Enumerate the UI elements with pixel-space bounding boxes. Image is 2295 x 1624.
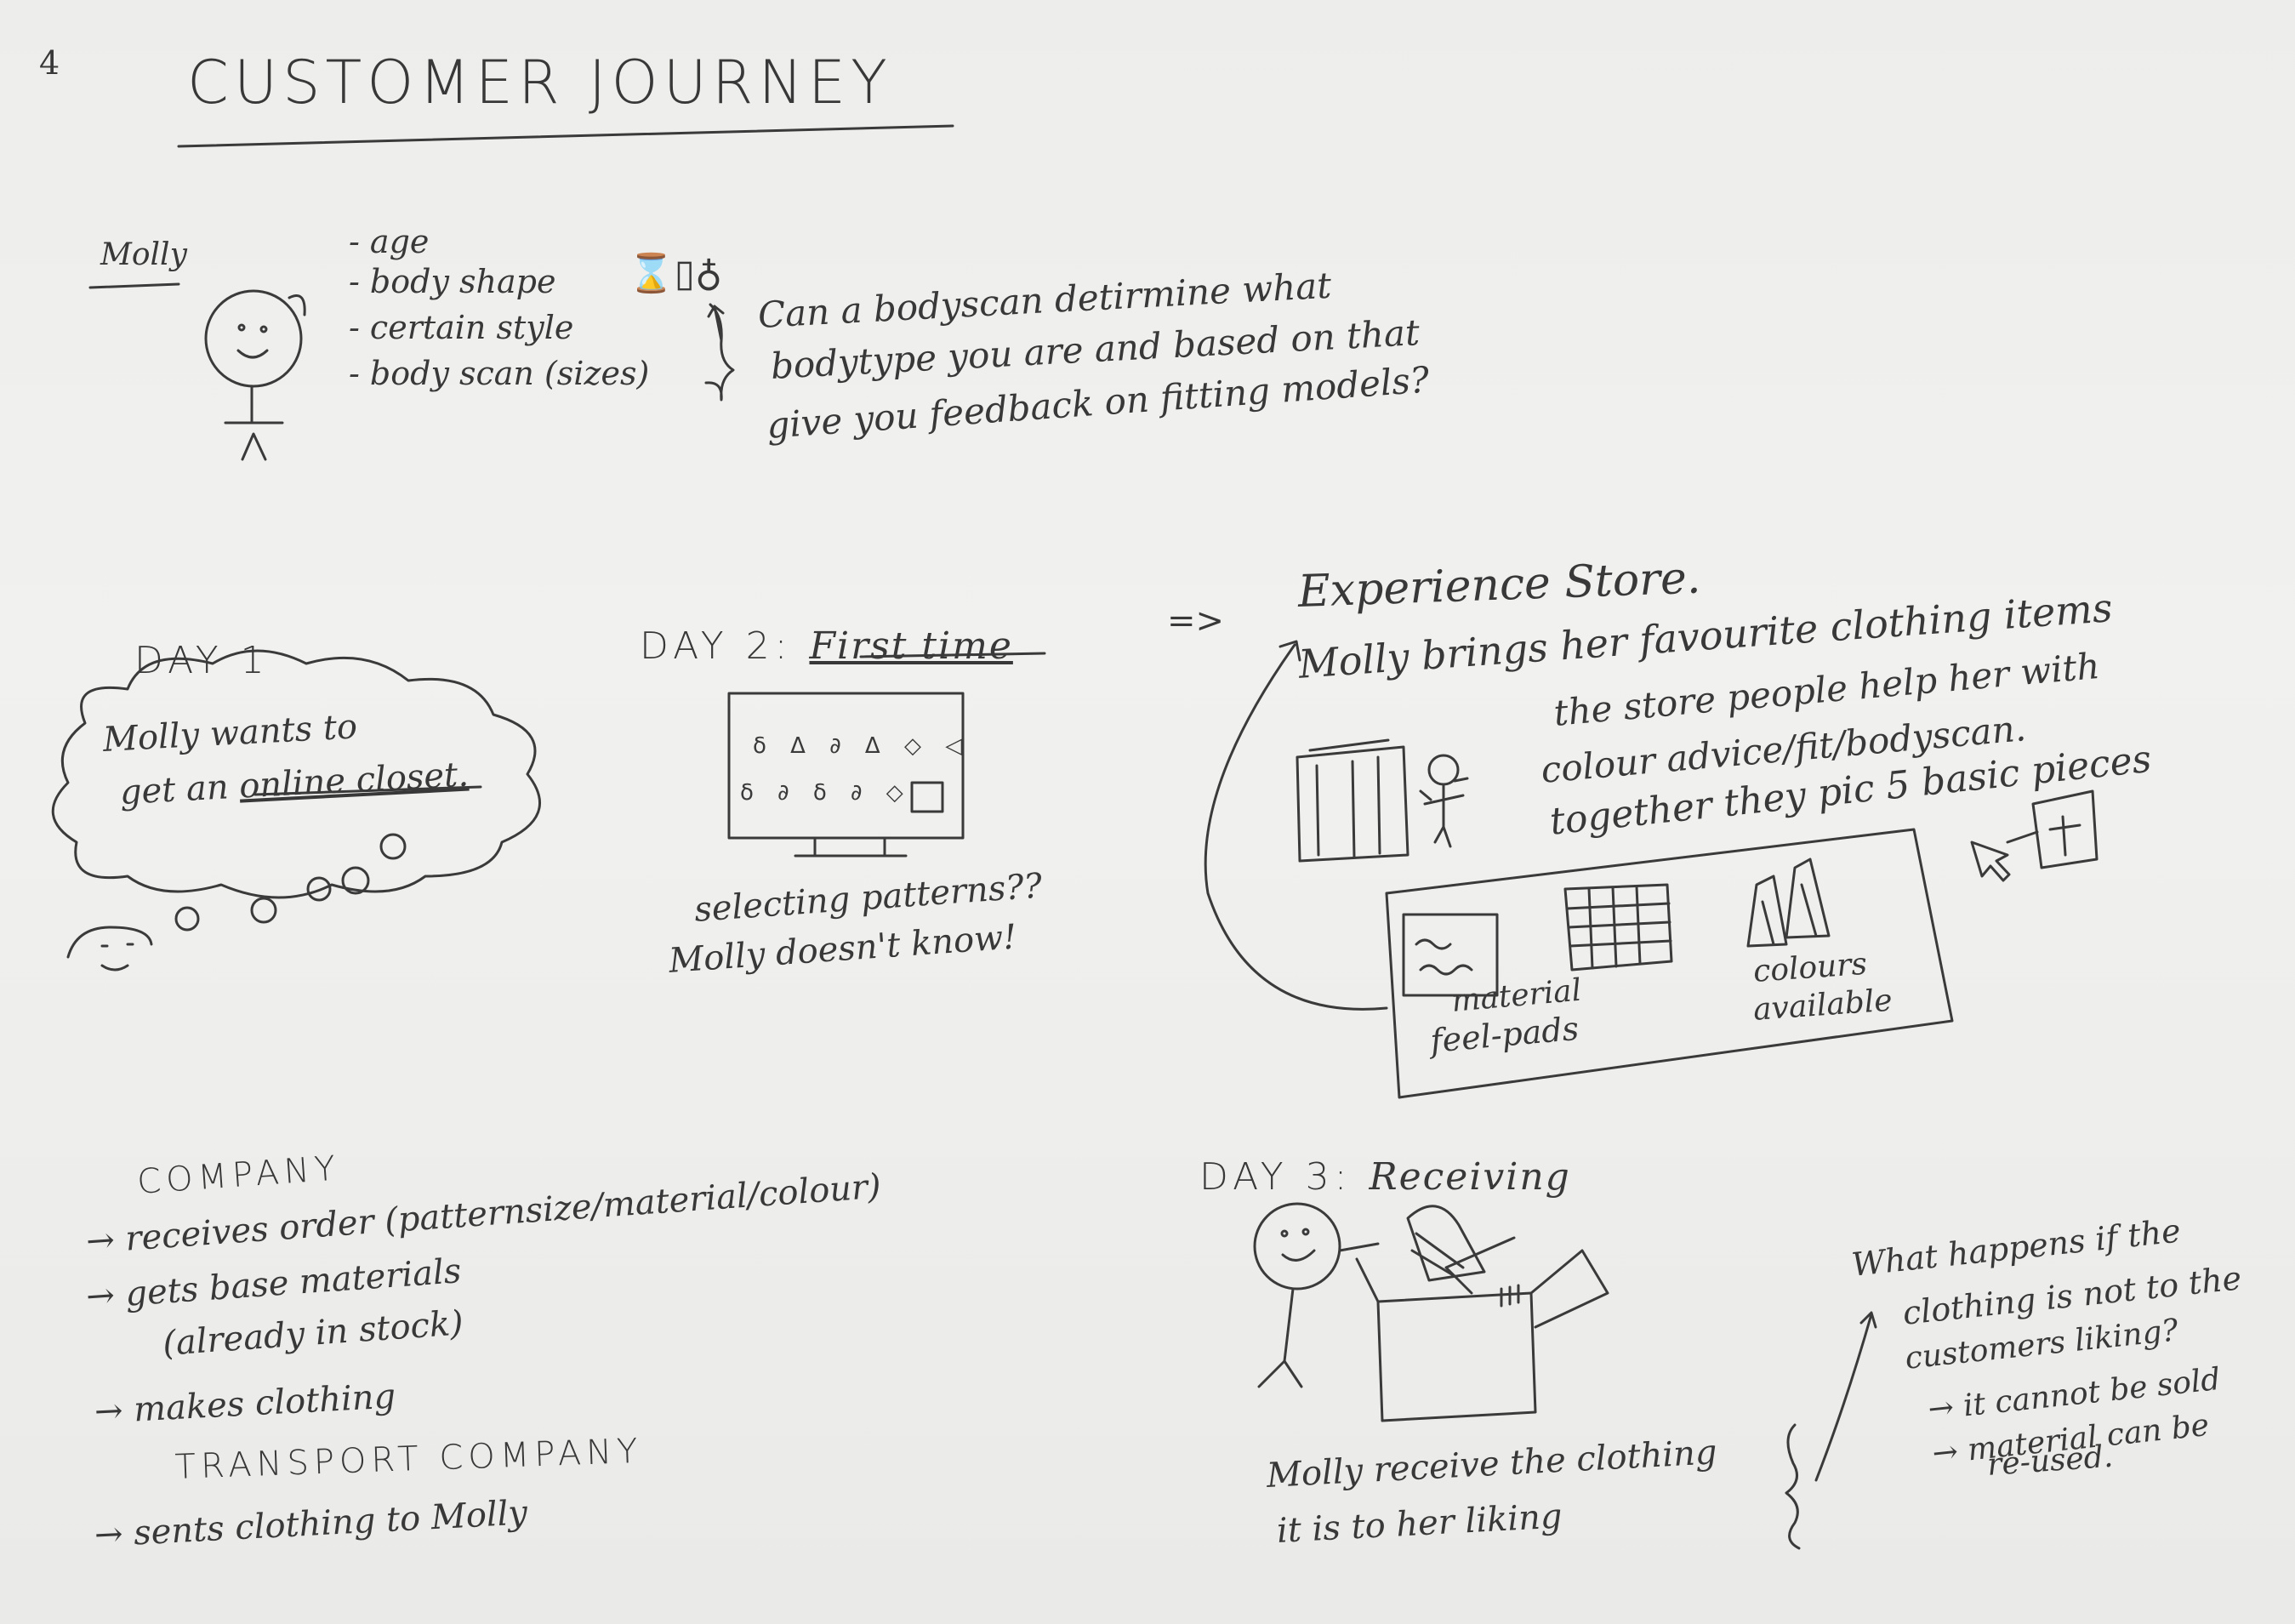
molly-stick-figure [204, 289, 306, 461]
first-time-underline [859, 652, 1046, 658]
persona-name-underline [88, 282, 180, 289]
persona-name: Molly [100, 237, 187, 272]
open-box-icon [1355, 1205, 1609, 1422]
body-shape-icons: ⌛▯♁ [628, 252, 723, 295]
page-title: CUSTOMER JOURNEY [187, 48, 892, 117]
persona-attribute-age: - age [349, 223, 430, 260]
persona-attribute-body-scan: - body scan (sizes) [349, 355, 650, 392]
day2-first-time: First time [809, 624, 1013, 668]
return-arrow-icon [1204, 640, 1388, 1011]
brace-arrow-icon [707, 305, 725, 342]
svg-text:δ ∂ δ ∂ ◇: δ ∂ δ ∂ ◇ [740, 780, 912, 806]
material-swatch-icon [1402, 913, 1499, 997]
store-person-icon [1419, 754, 1469, 848]
thread-spools-icon [1746, 858, 1831, 948]
fabric-grid-icon [1563, 883, 1673, 972]
persona-attribute-style: - certain style [349, 309, 574, 346]
what-if-arrow-icon [1814, 1311, 1877, 1482]
sleeping-face-icon [66, 926, 153, 972]
persona-attribute-body-shape: - body shape [349, 263, 556, 300]
svg-text:δ Δ ∂ Δ ◇ ◁: δ Δ ∂ Δ ◇ ◁ [753, 733, 971, 759]
thought-cloud [51, 649, 541, 899]
screen-mannequin-icon [2006, 789, 2099, 869]
title-underline [177, 124, 954, 148]
monitor-icon: δ Δ ∂ Δ ◇ ◁ δ ∂ δ ∂ ◇ [727, 692, 971, 858]
day3-receiving: Receiving [1369, 1155, 1571, 1199]
receiving-person-icon [1253, 1202, 1380, 1388]
wardrobe-icon [1296, 738, 1409, 863]
cursor-icon [1970, 840, 2011, 882]
sample-box [1385, 828, 1954, 1099]
day3-heading: DAY 3: Receiving [1199, 1155, 1571, 1199]
outcome-brace [1785, 1423, 1801, 1550]
day2-heading: DAY 2: First time [640, 624, 1013, 668]
attributes-brace [704, 303, 735, 402]
page-number: 4 [39, 44, 60, 82]
double-arrow-icon: => [1167, 601, 1225, 641]
